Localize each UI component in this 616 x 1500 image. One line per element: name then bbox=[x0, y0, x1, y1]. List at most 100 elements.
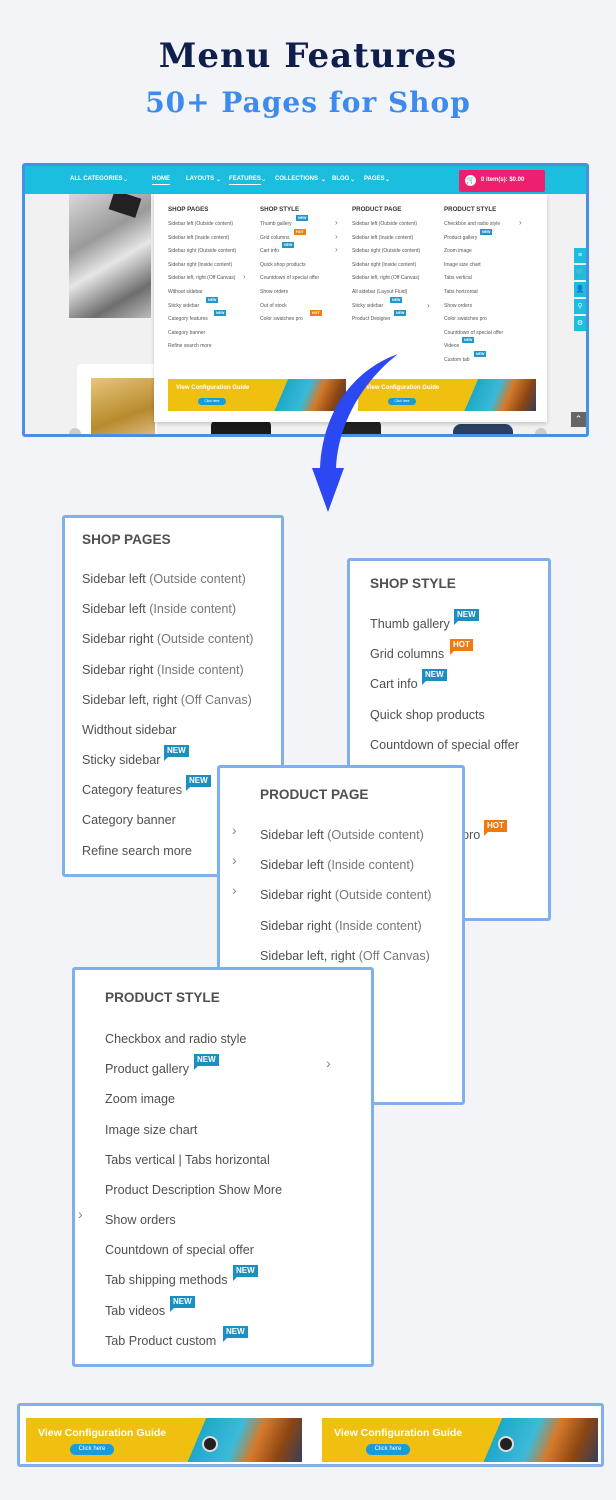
menu-item[interactable]: Countdown of special offer bbox=[444, 329, 504, 336]
panel-item[interactable]: Category features bbox=[82, 783, 183, 797]
menu-item[interactable]: Sidebar left (Inside content) bbox=[352, 234, 414, 241]
panel-item[interactable]: Tab Product custom bbox=[105, 1334, 217, 1348]
menu-item[interactable]: Out of stock bbox=[260, 302, 287, 309]
menu-item[interactable]: Without sidebar bbox=[168, 288, 203, 295]
menu-item[interactable]: Refine search more bbox=[168, 343, 212, 350]
menu-col-heading: SHOP PAGES bbox=[168, 206, 209, 213]
panel-item[interactable]: Widthout sidebar bbox=[82, 723, 177, 737]
menu-item[interactable]: All sidebar (Layout Fluid) bbox=[352, 288, 408, 295]
panel-item[interactable]: Quick shop products bbox=[370, 708, 485, 722]
item-detail: (Off Canvas) bbox=[180, 693, 252, 707]
menu-item[interactable]: Sidebar right (Inside content) bbox=[352, 261, 417, 268]
config-guide-banner[interactable]: View Configuration Guide Click here bbox=[322, 1418, 598, 1462]
nav-collections[interactable]: COLLECTIONS bbox=[275, 176, 318, 182]
panel-item[interactable]: Sidebar right (Outside content) bbox=[260, 888, 432, 902]
panel-item[interactable]: Countdown of special offer bbox=[105, 1243, 254, 1257]
click-here-button[interactable]: Click here bbox=[388, 398, 416, 405]
panel-item[interactable]: Checkbox and radio style bbox=[105, 1032, 247, 1046]
menu-item[interactable]: Countdown of special offer bbox=[260, 275, 320, 282]
panel-item[interactable]: Tab shipping methods bbox=[105, 1273, 228, 1287]
panel-item[interactable]: Sidebar right (Inside content) bbox=[82, 663, 244, 677]
menu-item[interactable]: Sidebar left, right (Off Canvas) bbox=[352, 275, 420, 282]
panel-item[interactable]: Category banner bbox=[82, 813, 176, 827]
menu-item[interactable]: Category banner bbox=[168, 329, 206, 336]
panel-title: PRODUCT STYLE bbox=[105, 990, 220, 1005]
scroll-top-button[interactable]: ⌃ bbox=[571, 412, 586, 427]
page-subtitle: 50+ Pages for Shop bbox=[145, 86, 471, 119]
nav-home[interactable]: HOME bbox=[152, 176, 170, 185]
panel-item[interactable]: Zoom image bbox=[105, 1092, 175, 1106]
config-guide-banner[interactable]: View Configuration Guide Click here bbox=[168, 379, 346, 411]
menu-item[interactable]: Tabs vertical bbox=[444, 275, 472, 282]
panel-item[interactable]: Countdown of special offer bbox=[370, 738, 519, 752]
menu-item[interactable]: Image size chart bbox=[444, 261, 481, 268]
search-icon[interactable]: ⚲ bbox=[574, 299, 586, 314]
nav-all-categories[interactable]: ALL CATEGORIES bbox=[70, 176, 123, 182]
menu-item[interactable]: Zoom image bbox=[444, 248, 472, 255]
nav-features[interactable]: FEATURES bbox=[229, 176, 261, 185]
config-guide-banner[interactable]: View Configuration Guide Click here bbox=[26, 1418, 302, 1462]
watch-image bbox=[498, 1436, 514, 1452]
menu-item[interactable]: Sidebar right (Outside content) bbox=[168, 248, 237, 255]
panel-item[interactable]: Sidebar right (Outside content) bbox=[82, 632, 254, 646]
menu-item[interactable]: Color swatches pro bbox=[444, 316, 487, 323]
menu-item[interactable]: Quick shop products bbox=[260, 261, 306, 268]
nav-blog[interactable]: BLOG bbox=[332, 176, 350, 182]
menu-item[interactable]: Sidebar left (Outside content) bbox=[168, 221, 234, 227]
panel-item[interactable]: Product gallery bbox=[105, 1062, 189, 1076]
panel-item[interactable]: Cart info bbox=[370, 677, 418, 691]
menu-item[interactable]: Sidebar right (Inside content) bbox=[168, 261, 233, 268]
panel-item[interactable]: Show orders bbox=[105, 1213, 176, 1227]
panel-item[interactable]: Image size chart bbox=[105, 1123, 198, 1137]
carousel-next-icon[interactable] bbox=[535, 428, 547, 434]
nav-layouts[interactable]: LAYOUTS bbox=[186, 176, 215, 182]
panel-item[interactable]: Grid columns bbox=[370, 647, 445, 661]
settings-icon[interactable]: ⚙ bbox=[574, 316, 586, 331]
menu-item[interactable]: Checkbox and radio style bbox=[444, 221, 501, 227]
menu-item[interactable]: Sidebar right (Outside content) bbox=[352, 248, 421, 255]
panel-item[interactable]: Sidebar left (Outside content) bbox=[260, 828, 424, 842]
click-here-button[interactable]: Click here bbox=[366, 1444, 410, 1455]
panel-item[interactable]: Sidebar right (Inside content) bbox=[260, 919, 422, 933]
panel-item[interactable]: Sidebar left (Outside content) bbox=[82, 572, 246, 586]
menu-item[interactable]: Sidebar left (Inside content) bbox=[168, 234, 230, 241]
menu-item[interactable]: Show orders bbox=[260, 288, 289, 295]
panel-item[interactable]: Thumb gallery bbox=[370, 617, 450, 631]
nav-pages[interactable]: PAGES bbox=[364, 176, 385, 182]
cart-icon[interactable]: 🛒 bbox=[574, 265, 586, 280]
menu-item[interactable]: Tabs horizontal bbox=[444, 288, 478, 295]
panel-item[interactable]: Sidebar left, right (Off Canvas) bbox=[260, 949, 430, 963]
panel-item[interactable]: Product Description Show More bbox=[105, 1183, 283, 1197]
menu-item[interactable]: Show orders bbox=[444, 302, 473, 309]
click-here-button[interactable]: Click here bbox=[70, 1444, 114, 1455]
list-icon[interactable]: ≡ bbox=[574, 248, 586, 263]
panel-item[interactable]: Sidebar left, right (Off Canvas) bbox=[82, 693, 252, 707]
menu-item[interactable]: Sidebar left, right (Off Canvas) bbox=[168, 275, 236, 282]
item-detail: (Inside content) bbox=[149, 602, 237, 616]
config-guide-banner[interactable]: View Configuration Guide Click here bbox=[358, 379, 536, 411]
panel-item[interactable]: Sidebar left (Inside content) bbox=[260, 858, 414, 872]
panel-item[interactable]: Tab videos bbox=[105, 1304, 166, 1318]
item-main: Sidebar right bbox=[260, 919, 335, 933]
cart-button[interactable]: 🛒 0 item(s): $0.00 bbox=[459, 170, 545, 192]
carousel-prev-icon[interactable] bbox=[69, 428, 81, 434]
user-icon[interactable]: 👤 bbox=[574, 282, 586, 297]
panel-item-partial[interactable]: pro bbox=[462, 828, 481, 842]
panel-item[interactable]: Refine search more bbox=[82, 844, 192, 858]
panel-item[interactable]: Tabs vertical | Tabs horizontal bbox=[105, 1153, 270, 1167]
panel-item[interactable]: Sticky sidebar bbox=[82, 753, 161, 767]
click-here-button[interactable]: Click here bbox=[198, 398, 226, 405]
panel-item[interactable]: Sidebar left (Inside content) bbox=[82, 602, 236, 616]
menu-item[interactable]: Sidebar left (Outside content) bbox=[352, 221, 418, 227]
